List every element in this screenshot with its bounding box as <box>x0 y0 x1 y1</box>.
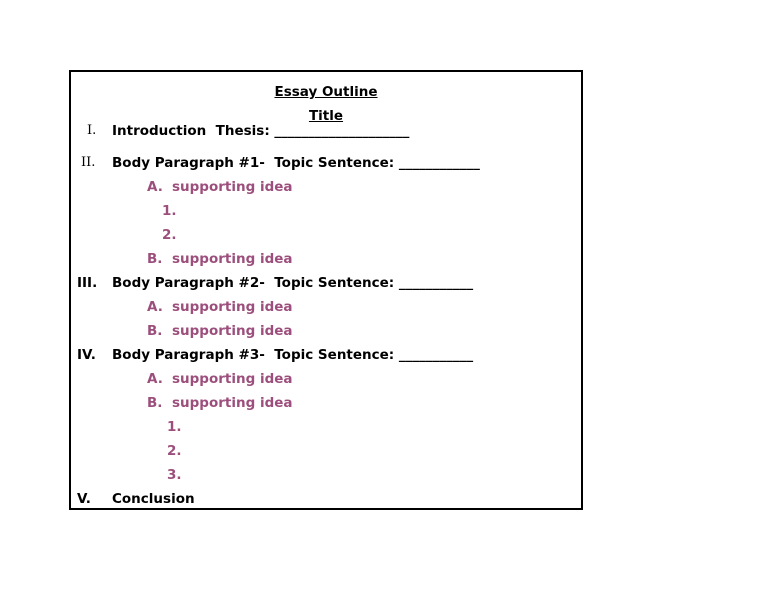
bp3-supporting-idea-b: supporting idea <box>172 395 293 411</box>
body-paragraph-3-line: Body Paragraph #3- Topic Sentence: _____… <box>112 347 474 363</box>
bp3-sub-1: 1. <box>167 419 182 435</box>
numeral-iii: III. <box>77 275 98 291</box>
introduction-line: Introduction Thesis: ___________________… <box>112 123 410 139</box>
body-paragraph-2-line: Body Paragraph #2- Topic Sentence: _____… <box>112 275 474 291</box>
body-paragraph-1-line: Body Paragraph #1- Topic Sentence: _____… <box>112 155 480 171</box>
bp3-letter-b: B. <box>147 395 163 411</box>
bp1-supporting-idea-b: supporting idea <box>172 251 293 267</box>
bp1-supporting-idea-a: supporting idea <box>172 179 293 195</box>
bp3-letter-a: A. <box>147 371 163 387</box>
outline-title: Essay Outline <box>274 84 378 100</box>
numeral-i: I. <box>87 123 97 138</box>
bp2-supporting-idea-a: supporting idea <box>172 299 293 315</box>
numeral-iv: IV. <box>77 347 96 363</box>
outline-subtitle: Title <box>308 108 344 124</box>
outline-box: Essay Outline Title I. Introduction Thes… <box>69 70 583 510</box>
bp3-supporting-idea-a: supporting idea <box>172 371 293 387</box>
bp1-sub-2: 2. <box>162 227 177 243</box>
bp3-sub-2: 2. <box>167 443 182 459</box>
bp3-sub-3: 3. <box>167 467 182 483</box>
bp2-letter-b: B. <box>147 323 163 339</box>
numeral-v: V. <box>77 491 91 507</box>
conclusion-line: Conclusion <box>112 491 195 507</box>
bp1-letter-b: B. <box>147 251 163 267</box>
bp2-letter-a: A. <box>147 299 163 315</box>
numeral-ii: II. <box>81 155 96 170</box>
bp1-sub-1: 1. <box>162 203 177 219</box>
bp1-letter-a: A. <box>147 179 163 195</box>
bp2-supporting-idea-b: supporting idea <box>172 323 293 339</box>
